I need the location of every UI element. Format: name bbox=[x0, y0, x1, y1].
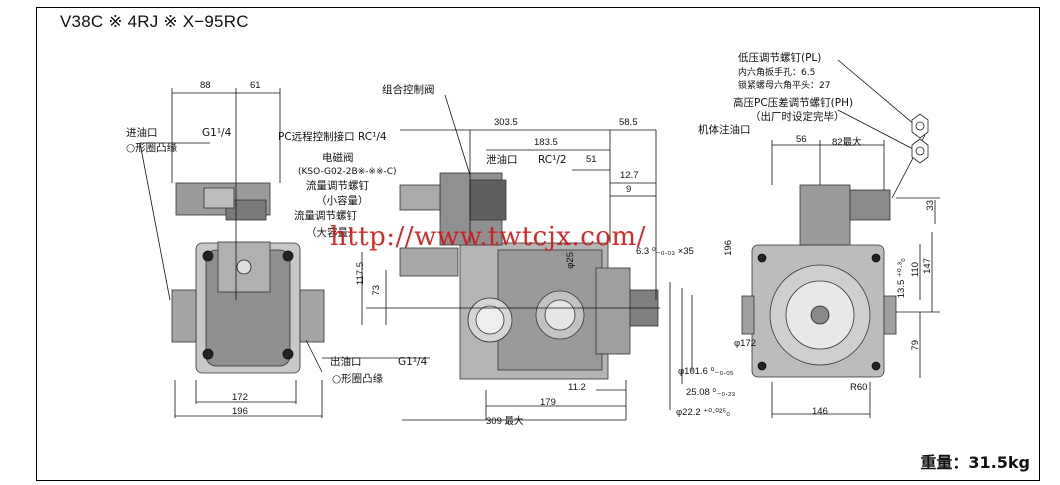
label-lock-nut: 锁紧螺母六角平头：27 bbox=[738, 81, 831, 91]
dim-73: 73 bbox=[371, 285, 382, 296]
left-view bbox=[139, 88, 430, 418]
dim-13-5: 13.5 ⁺⁰·³₀ bbox=[896, 258, 907, 299]
label-inlet: 进油口 bbox=[126, 127, 158, 139]
dim-25-08: 25.08 ⁰₋₀.₂₃ bbox=[686, 387, 736, 398]
label-small-cap: （小容量） bbox=[316, 195, 369, 207]
label-combined-valve: 组合控制阀 bbox=[382, 84, 435, 96]
dim-phi172: φ172 bbox=[734, 338, 757, 349]
dim-88: 88 bbox=[200, 80, 211, 91]
label-factory-set: （出厂时设定完毕） bbox=[750, 111, 845, 123]
dim-147: 147 bbox=[922, 258, 933, 274]
dim-12-7: 12.7 bbox=[620, 170, 639, 181]
dim-183-5: 183.5 bbox=[534, 137, 558, 148]
label-hex-wrench: 内六角扳手孔：6.5 bbox=[738, 68, 816, 78]
label-drain-thread: RC¹/2 bbox=[538, 154, 567, 166]
label-large-cap: （大容量） bbox=[306, 227, 359, 239]
dim-309: 309 最大 bbox=[486, 416, 524, 427]
label-inlet-thread: G1¹/4 bbox=[202, 127, 232, 139]
dim-82-max: 82最大 bbox=[832, 137, 862, 148]
label-solenoid-model: (KSO-G02-2B※-※※-C) bbox=[298, 167, 397, 177]
model-title: V38C ※ 4RJ ※ X−95RC bbox=[60, 12, 249, 31]
dim-11-2: 11.2 bbox=[568, 382, 586, 393]
label-inlet-flange: ○形圈凸缘 bbox=[126, 142, 178, 154]
dim-172: 172 bbox=[232, 392, 248, 403]
dim-56: 56 bbox=[796, 134, 807, 145]
label-solenoid: 电磁阀 bbox=[322, 152, 354, 164]
dim-146: 146 bbox=[812, 406, 828, 417]
dim-179: 179 bbox=[540, 397, 556, 408]
label-outlet: 出油口 bbox=[330, 356, 362, 368]
dim-58-5: 58.5 bbox=[619, 117, 638, 128]
label-flow-large: 流量调节螺钉 bbox=[294, 210, 357, 222]
dim-phi22-2: φ22.2 ⁺⁰·⁰²⁵₀ bbox=[676, 407, 731, 418]
dim-33: 33 bbox=[925, 200, 936, 211]
dim-9: 9 bbox=[626, 184, 632, 195]
dim-61: 61 bbox=[250, 80, 261, 91]
label-flow-small: 流量调节螺钉 bbox=[306, 180, 369, 192]
dim-196: 196 bbox=[232, 406, 248, 417]
label-drain: 泄油口 bbox=[486, 154, 518, 166]
dim-r60: R60 bbox=[850, 382, 868, 393]
center-view bbox=[361, 94, 693, 421]
right-view bbox=[741, 59, 940, 418]
label-high-pressure-screw: 高压PC压差调节螺钉(PH) bbox=[733, 97, 854, 109]
label-outlet-thread: G1¹/4 bbox=[398, 356, 428, 368]
dim-51: 51 bbox=[586, 154, 597, 165]
label-fill-port: 机体注油口 bbox=[698, 124, 751, 136]
drawing-frame bbox=[36, 7, 1040, 481]
dim-key: 6.3 ⁰₋₀.₀₃ ×35 bbox=[636, 246, 694, 257]
weight-label: 重量：31.5kg bbox=[920, 453, 1030, 472]
dim-196-right: 196 bbox=[723, 240, 734, 256]
dim-303-5: 303.5 bbox=[494, 117, 518, 128]
dim-110: 110 bbox=[910, 262, 921, 278]
watermark-url: http://www.twtcjx.com/ bbox=[330, 222, 646, 252]
dim-117-5: 117.5 bbox=[355, 262, 366, 286]
dim-79: 79 bbox=[910, 340, 921, 351]
label-pc-remote: PC远程控制接口 RC¹/4 bbox=[278, 131, 387, 143]
label-outlet-flange: ○形圈凸缘 bbox=[332, 373, 384, 385]
label-low-pressure-screw: 低压调节螺钉(PL) bbox=[738, 52, 822, 64]
dim-phi101-6: φ101.6 ⁰₋₀.₀₅ bbox=[678, 366, 734, 377]
dim-phi25: φ25 bbox=[565, 252, 576, 269]
